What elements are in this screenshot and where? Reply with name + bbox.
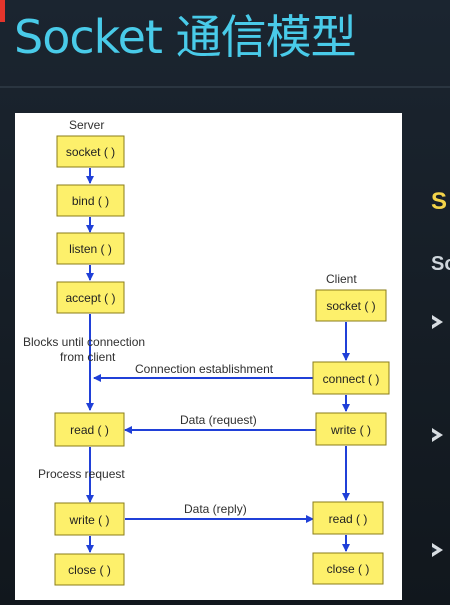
client-read-box	[312, 501, 384, 535]
message-arrows	[93, 374, 316, 523]
label-data-reply: Data (reply)	[184, 502, 247, 516]
client-close-label: close ( )	[327, 562, 370, 576]
client-label: Client	[326, 272, 357, 286]
side-subheading-fragment: So	[431, 253, 450, 275]
client-write-label: write ( )	[330, 423, 371, 437]
slide-corner-mark	[0, 0, 5, 22]
server-listen-label: listen ( )	[69, 242, 112, 256]
note-process-request: Process request	[38, 467, 125, 481]
title-divider	[0, 86, 450, 88]
server-write-label: write ( )	[69, 513, 110, 527]
server-socket-box	[56, 135, 125, 168]
server-read-label: read ( )	[70, 423, 109, 437]
side-heading-fragment: S	[431, 188, 448, 215]
server-accept-label: accept ( )	[65, 291, 115, 305]
server-bind-box	[56, 184, 125, 217]
server-bind-label: bind ( )	[72, 194, 109, 208]
client-write-box	[315, 412, 387, 446]
client-connect-label: connect ( )	[323, 372, 380, 386]
client-steps: socket ( ) connect ( ) write ( ) read ( …	[312, 289, 390, 585]
bullet-arrow-icon	[432, 543, 443, 557]
label-data-request: Data (request)	[180, 413, 257, 427]
server-accept-box	[56, 281, 125, 314]
bullet-arrow-icon	[432, 428, 443, 442]
note-blocks-line-2: from client	[60, 350, 116, 364]
server-close-label: close ( )	[68, 563, 111, 577]
note-blocks-line-1: Blocks until connection	[23, 335, 145, 349]
bullet-arrow-icon	[432, 315, 443, 329]
client-socket-box	[315, 289, 387, 322]
slide-title: Socket 通信模型	[14, 10, 357, 64]
server-close-box	[54, 553, 125, 586]
label-connection-establishment: Connection establishment	[135, 362, 274, 376]
server-socket-label: socket ( )	[66, 145, 115, 159]
client-close-box	[312, 552, 384, 585]
client-socket-label: socket ( )	[326, 299, 375, 313]
server-steps: socket ( ) bind ( ) listen ( ) accept ( …	[54, 135, 125, 586]
server-read-box	[54, 412, 125, 447]
server-label: Server	[69, 118, 104, 132]
server-write-box	[54, 502, 125, 536]
server-listen-box	[56, 232, 125, 265]
client-connect-box	[312, 361, 390, 395]
client-read-label: read ( )	[329, 512, 368, 526]
